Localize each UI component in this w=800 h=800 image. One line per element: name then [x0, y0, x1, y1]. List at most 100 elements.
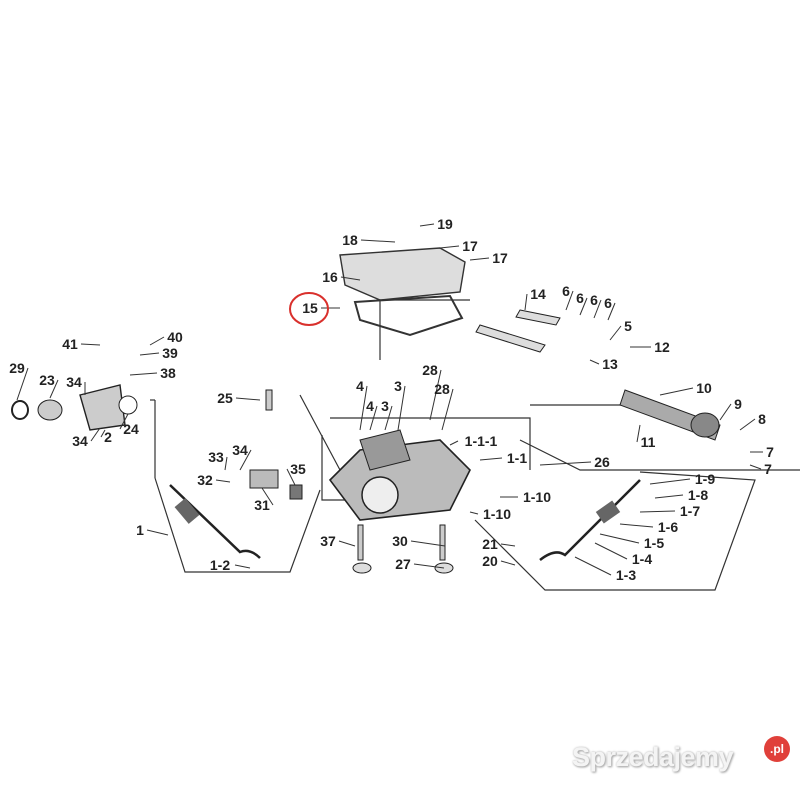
part-label-37: 37 [320, 533, 336, 549]
part-label-6: 6 [604, 295, 612, 311]
part-label-6: 6 [590, 292, 598, 308]
rocker-shaft-a [475, 324, 546, 353]
leader-line [234, 564, 251, 569]
leader-line [49, 379, 59, 399]
part-label-41: 41 [62, 336, 78, 352]
part-label-13: 13 [602, 356, 618, 372]
head-port [361, 476, 399, 514]
part-label-39: 39 [162, 345, 178, 361]
cam-sprocket [690, 412, 720, 438]
part-label-12: 12 [654, 339, 670, 355]
leader-line [593, 299, 602, 319]
leader-line [649, 478, 691, 485]
gasket-24 [118, 395, 138, 415]
leader-line [749, 464, 762, 470]
part-label-17: 17 [462, 238, 478, 254]
leader-line [579, 297, 588, 316]
spring-35 [289, 484, 303, 500]
leader-line [129, 372, 158, 376]
leader-line [500, 543, 516, 547]
leader-line [609, 325, 622, 341]
part-label-34: 34 [72, 433, 88, 449]
part-label-30: 30 [392, 533, 408, 549]
leader-line [654, 494, 684, 499]
leader-line [574, 556, 612, 576]
leader-line [636, 424, 641, 443]
part-label-11: 11 [641, 434, 656, 450]
leader-line [449, 440, 459, 446]
leader-line [239, 449, 252, 471]
leader-line [469, 257, 490, 261]
part-label-6: 6 [576, 290, 584, 306]
leader-line [500, 560, 516, 566]
leader-line [286, 468, 296, 486]
part-label-18: 18 [342, 232, 358, 248]
watermark-text: Sprzedajemy [572, 742, 734, 772]
part-label-27: 27 [395, 556, 411, 572]
leader-line [100, 429, 106, 438]
stud-30a [357, 524, 364, 561]
leader-line [80, 343, 101, 346]
part-label-35: 35 [290, 461, 306, 477]
part-label-20: 20 [482, 553, 498, 569]
leader-line [235, 397, 261, 401]
leader-line [16, 367, 29, 401]
part-label-1-9: 1-9 [695, 471, 715, 487]
leader-line [429, 369, 442, 421]
leader-line [619, 523, 654, 528]
leader-line [224, 456, 228, 471]
leader-line [719, 403, 732, 421]
part-label-34: 34 [232, 442, 248, 458]
part-label-4: 4 [356, 378, 364, 394]
part-label-23: 23 [39, 372, 55, 388]
washer-27a [352, 562, 372, 574]
leader-line [90, 427, 101, 442]
part-label-1-1: 1-1 [507, 450, 527, 466]
part-label-1-4: 1-4 [632, 551, 652, 567]
part-label-8: 8 [758, 411, 766, 427]
part-label-14: 14 [530, 286, 546, 302]
part-label-28: 28 [434, 381, 450, 397]
thermostat-housing [79, 384, 126, 431]
part-label-31: 31 [254, 497, 270, 513]
leader-line [413, 563, 445, 569]
highlight-circle-15 [289, 292, 329, 326]
part-label-17: 17 [492, 250, 508, 266]
valve-group-left-outline [154, 477, 321, 573]
cover-gasket [353, 294, 464, 337]
leader-line [607, 302, 616, 321]
part-label-5: 5 [624, 318, 632, 334]
leader-line [419, 223, 435, 227]
part-label-16: 16 [322, 269, 338, 285]
part-label-26: 26 [594, 454, 610, 470]
part-label-1-8: 1-8 [688, 487, 708, 503]
part-label-1-10: 1-10 [523, 489, 551, 505]
leader-line [539, 461, 592, 466]
valve-spring-left [174, 498, 200, 524]
part-label-25: 25 [217, 390, 233, 406]
leader-line [369, 405, 378, 431]
part-label-29: 29 [9, 360, 25, 376]
leader-line [479, 457, 503, 461]
part-label-6: 6 [562, 283, 570, 299]
part-label-1: 1 [136, 522, 144, 538]
part-label-19: 19 [437, 216, 453, 232]
valve-group-right-outline [474, 471, 756, 591]
part-label-10: 10 [696, 380, 712, 396]
hose-clamp [11, 400, 29, 420]
leader-line [146, 529, 169, 536]
part-label-1-6: 1-6 [658, 519, 678, 535]
part-label-24: 24 [123, 421, 139, 437]
leader-line [215, 479, 231, 483]
leader-line [594, 542, 628, 560]
part-31 [249, 469, 279, 489]
part-label-7: 7 [764, 461, 772, 477]
leader-line [119, 413, 129, 430]
part-label-40: 40 [167, 329, 183, 345]
part-label-3: 3 [394, 378, 402, 394]
watermark-logo: Sprzedajemy [572, 742, 734, 773]
leader-line [359, 385, 368, 431]
parts-shapes [11, 247, 721, 574]
